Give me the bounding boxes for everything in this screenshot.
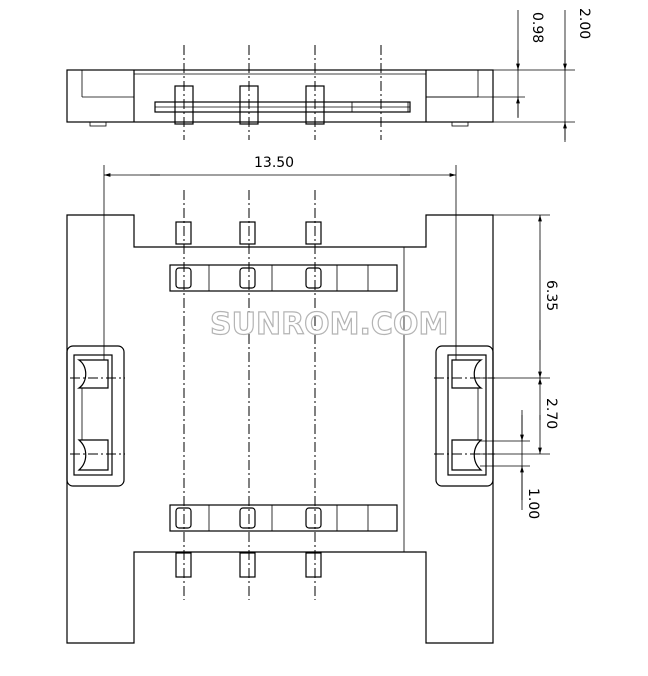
- side-view: [66, 45, 494, 140]
- height-dimensions: 2.00 0.98: [426, 8, 592, 142]
- watermark: SUNROM.COM: [210, 307, 448, 342]
- width-dimension: 13.50: [103, 155, 457, 360]
- contact-offset-label: 6.35: [543, 280, 559, 311]
- contact-dimensions: 6.35 2.70 1.00: [480, 214, 559, 519]
- contact-width-label: 1.00: [525, 488, 541, 519]
- height-body-label: 0.98: [529, 12, 545, 43]
- top-view: [66, 190, 495, 644]
- contact-pitch-label: 2.70: [543, 398, 559, 429]
- height-total-label: 2.00: [576, 8, 592, 39]
- width-label: 13.50: [254, 155, 294, 171]
